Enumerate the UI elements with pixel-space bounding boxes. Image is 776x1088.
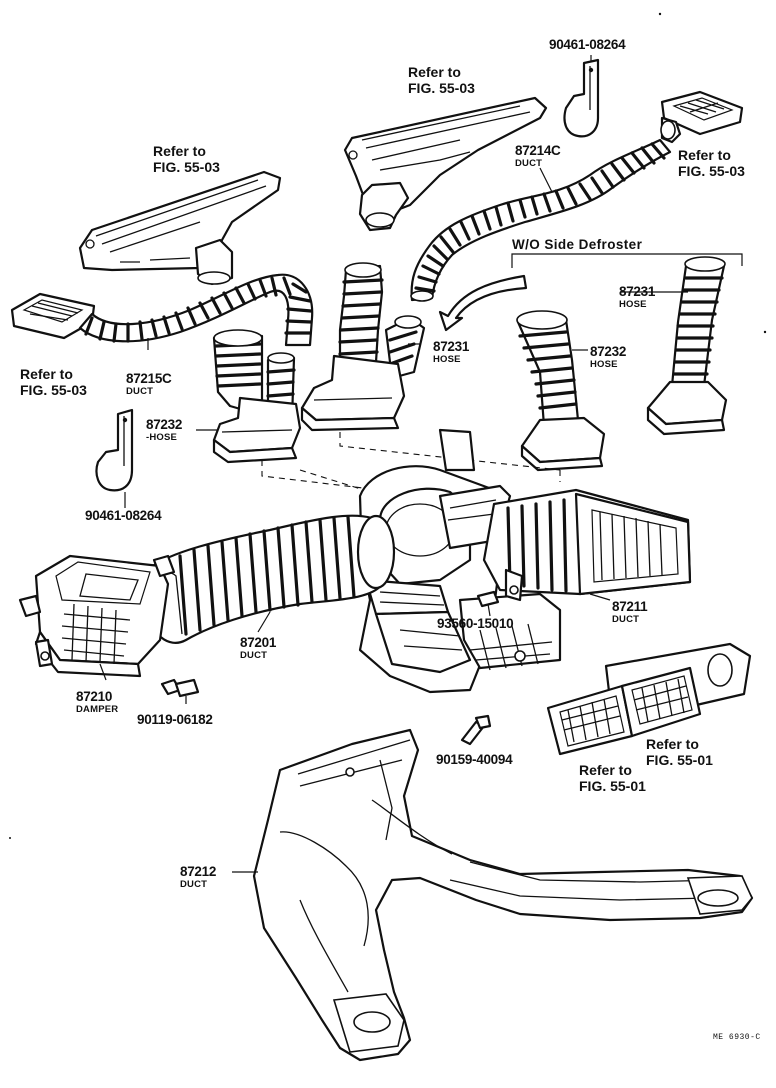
label-hose-87232-left: 87232 -HOSE (146, 418, 182, 442)
duct-87212 (252, 728, 754, 1062)
hose-87232-left (212, 329, 302, 464)
fig-text: FIG. 55-03 (678, 163, 745, 179)
figure-code: ME 6930-C (713, 1033, 761, 1042)
label-leaders (99, 167, 688, 873)
hose-87231-right (646, 256, 728, 436)
part-number: 87231 (619, 284, 656, 299)
part-type: HOSE (619, 298, 647, 310)
refer-text: Refer to (646, 736, 699, 752)
duct-87214c (410, 138, 672, 302)
label-damper-87210: 87210 DAMPER (76, 690, 118, 714)
refer-label-top-center: Refer to FIG. 55-03 (408, 64, 475, 96)
left-vent (10, 292, 96, 340)
label-screw-90159: 90159-40094 (436, 752, 513, 767)
part-number: 87231 (433, 339, 470, 354)
damper-87210 (18, 554, 176, 678)
label-clamp-left: 90461-08264 (85, 508, 162, 523)
label-bolt-90119: 90119-06182 (137, 712, 213, 727)
part-number: 87201 (240, 635, 277, 650)
label-screw-93560: 93560-15010 (437, 616, 514, 631)
refer-text: Refer to (678, 147, 731, 163)
fig-text: FIG. 55-01 (646, 752, 713, 768)
refer-text: Refer to (20, 366, 73, 382)
fig-text: FIG. 55-01 (579, 778, 646, 794)
label-duct-87201: 87201 DUCT (240, 636, 276, 660)
part-type: DUCT (240, 649, 268, 661)
hose-87232-right (516, 310, 606, 472)
fig-text: FIG. 55-03 (20, 382, 87, 398)
refer-text: Refer to (579, 762, 632, 778)
part-number: 87212 (180, 864, 217, 879)
part-number: 87232 (146, 417, 183, 432)
refer-label-left-lower: Refer to FIG. 55-03 (20, 366, 87, 398)
label-hose-87231-center: 87231 HOSE (433, 340, 469, 364)
clamp-top (563, 55, 600, 138)
part-number: 87215C (126, 371, 172, 386)
wo-bracket (438, 253, 743, 332)
part-number: 87232 (590, 344, 627, 359)
part-number: 87214C (515, 143, 561, 158)
part-type: HOSE (590, 358, 618, 370)
part-number: 87211 (612, 599, 648, 614)
duct-87211 (482, 488, 692, 602)
label-hose-87232-right: 87232 HOSE (590, 345, 626, 369)
label-duct-87214c: 87214C DUCT (515, 144, 561, 168)
fig-text: FIG. 55-03 (408, 80, 475, 96)
screw-90159 (460, 714, 492, 746)
refer-label-left-upper: Refer to FIG. 55-03 (153, 143, 220, 175)
right-top-vent (660, 90, 744, 144)
part-number: 87210 (76, 689, 113, 704)
wo-side-defroster-label: W/O Side Defroster (512, 237, 643, 252)
screw-93560 (476, 590, 500, 617)
part-type: DUCT (126, 385, 154, 397)
bolt-90119 (160, 678, 200, 704)
label-duct-87212: 87212 DUCT (180, 865, 216, 889)
heater-unit (358, 428, 562, 694)
part-type: HOSE (433, 353, 461, 365)
part-type: DUCT (515, 157, 543, 169)
duct-87201 (146, 514, 396, 644)
center-vent-assembly (546, 642, 752, 756)
refer-text: Refer to (153, 143, 206, 159)
hose-87231-center (300, 262, 426, 432)
upper-left-nozzle (78, 170, 282, 286)
label-hose-87231-right: 87231 HOSE (619, 285, 655, 309)
duct-87215c (78, 273, 314, 347)
part-type: DAMPER (76, 703, 119, 715)
label-duct-87211: 87211 DUCT (612, 599, 648, 625)
refer-label-right-lower: Refer to FIG. 55-01 (646, 736, 713, 768)
clamp-left (95, 408, 134, 492)
refer-label-bottom-mid: Refer to FIG. 55-01 (579, 762, 646, 794)
label-duct-87215c: 87215C DUCT (126, 372, 172, 396)
top-center-nozzle (343, 96, 548, 232)
part-type: DUCT (180, 878, 208, 890)
fig-text: FIG. 55-03 (153, 159, 220, 175)
part-type: DUCT (612, 613, 640, 625)
refer-text: Refer to (408, 64, 461, 80)
part-type: -HOSE (146, 431, 178, 443)
refer-label-right-top: Refer to FIG. 55-03 (678, 147, 745, 179)
label-clamp-top: 90461-08264 (549, 37, 626, 52)
